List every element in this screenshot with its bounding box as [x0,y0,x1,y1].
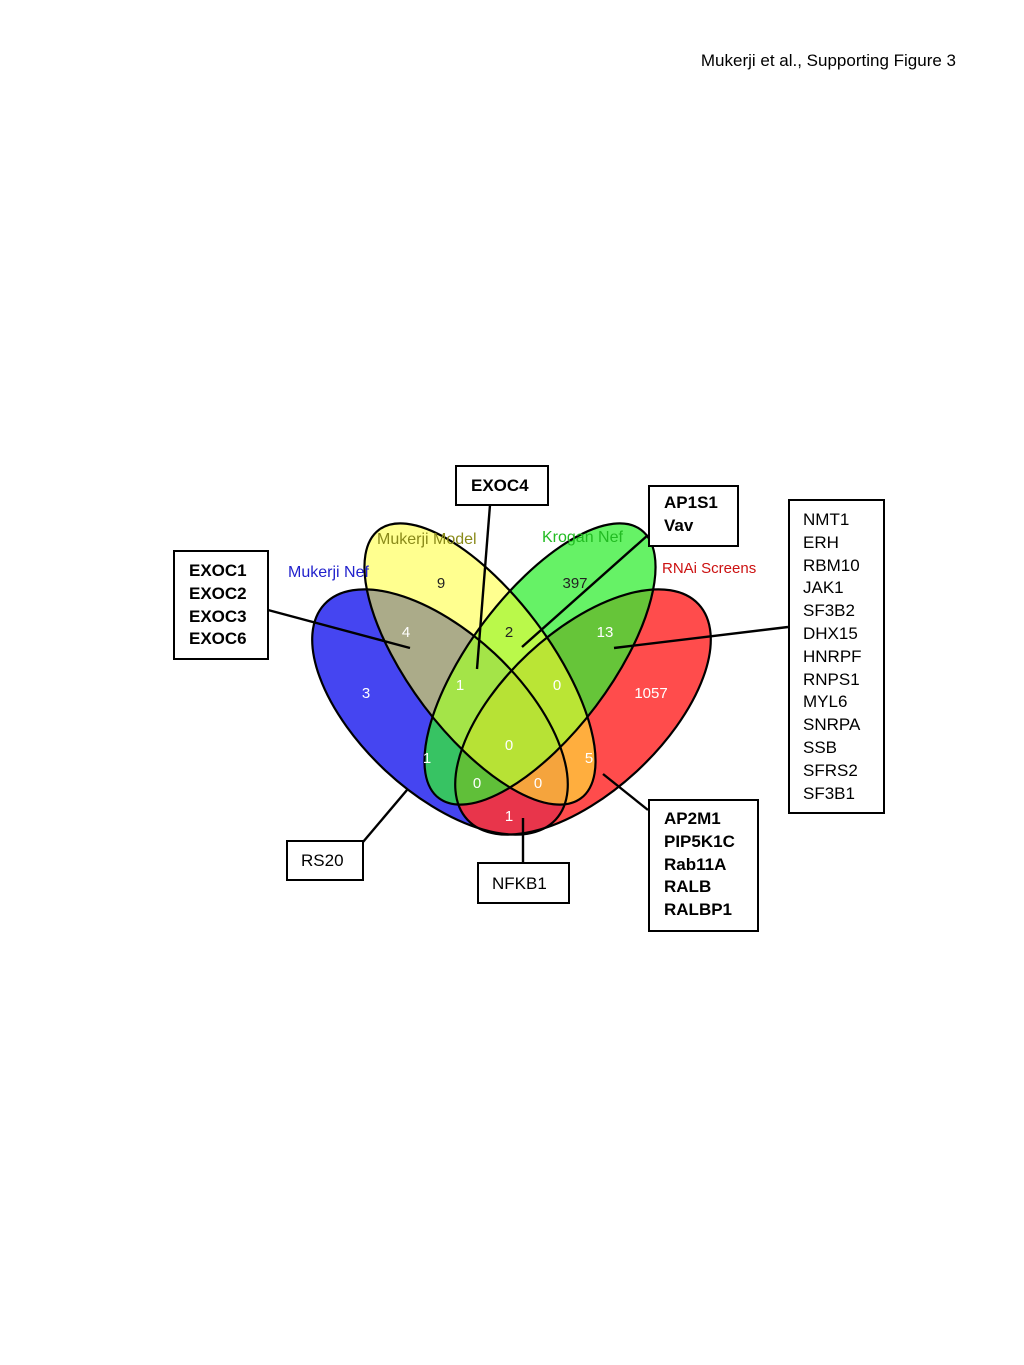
count-model-rnai: 5 [585,750,593,767]
outline-mukerji-model [363,522,597,806]
count-nef-model: 4 [402,624,410,641]
callout-exoc4: EXOC4 [455,465,549,506]
gene-label: PIP5K1C [664,831,735,851]
gene-label: EXOC3 [189,606,247,626]
count-krogan-rnai: 13 [597,624,614,641]
callout-ap1s1-vav: AP1S1 Vav [648,485,739,547]
gene-label: SF3B1 [803,783,855,803]
callout-nmt1-group: NMT1 ERH RBM10 JAK1 SF3B2 DHX15 HNRPF RN… [788,499,885,814]
gene-label: NMT1 [803,510,850,529]
outline-krogan-nef [423,522,657,806]
ellipse-mukerji-model [364,523,596,805]
leader-exoc-group [267,608,411,650]
label-krogan-nef: Krogan Nef [542,529,623,546]
gene-label: DHX15 [803,623,858,643]
count-model-only: 9 [437,575,445,592]
gene-label: Vav [664,515,694,535]
gene-label: RBM10 [803,555,860,575]
gene-label: SFRS2 [803,760,858,780]
gene-label: AP2M1 [664,809,721,828]
count-rnai-only: 1057 [634,685,667,702]
callout-ap2m1-group: AP2M1 PIP5K1C Rab11A RALB RALBP1 [648,799,759,932]
callout-nfkb1: NFKB1 [477,862,570,904]
label-mukerji-nef: Mukerji Nef [288,564,369,581]
set-outlines [311,522,712,836]
leader-rs20 [362,789,408,843]
leader-lines [267,504,789,863]
gene-label: RS20 [301,851,344,870]
leader-ap1s1 [521,534,649,648]
gene-label: EXOC2 [189,583,247,603]
gene-label: SSB [803,737,838,757]
count-nef-krogan-rnai: 0 [473,775,481,792]
figure-header: Mukerji et al., Supporting Figure 3 [700,51,956,70]
gene-label: EXOC6 [189,629,247,649]
count-all-four: 0 [505,737,513,754]
count-krogan-only: 397 [562,575,587,592]
count-nef-model-krogan: 1 [456,677,464,694]
callout-exoc-group: EXOC1 EXOC2 EXOC3 EXOC6 [173,550,269,660]
gene-label: MYL6 [803,692,848,712]
count-nef-krogan: 1 [423,750,431,767]
leader-nmt1-group [613,625,789,650]
gene-label: RALB [664,877,712,897]
gene-label: NFKB1 [492,874,547,893]
gene-label: Rab11A [664,854,727,874]
count-nef-rnai: 1 [505,808,513,825]
leader-exoc4 [475,504,492,670]
outline-mukerji-nef [311,588,569,836]
gene-label: AP1S1 [664,493,718,512]
leader-ap2m1-group [602,773,649,811]
count-model-krogan-rnai: 0 [553,677,561,694]
gene-label: JAK1 [803,578,844,598]
count-nef-model-rnai: 0 [534,775,542,792]
label-mukerji-model: Mukerji Model [377,531,477,548]
callout-rs20: RS20 [286,840,364,881]
count-model-krogan: 2 [505,624,513,641]
gene-label: RALBP1 [664,900,733,920]
outline-rnai-screens [454,588,712,836]
gene-label: SF3B2 [803,601,855,621]
gene-label: EXOC4 [471,476,529,495]
gene-label: EXOC1 [189,561,247,580]
gene-label: SNRPA [803,715,861,735]
set-fills [312,523,711,835]
count-nef-only: 3 [362,685,370,702]
gene-label: HNRPF [803,646,862,666]
gene-label: ERH [803,532,839,552]
label-rnai-screens: RNAi Screens [662,560,756,577]
gene-label: RNPS1 [803,669,860,689]
